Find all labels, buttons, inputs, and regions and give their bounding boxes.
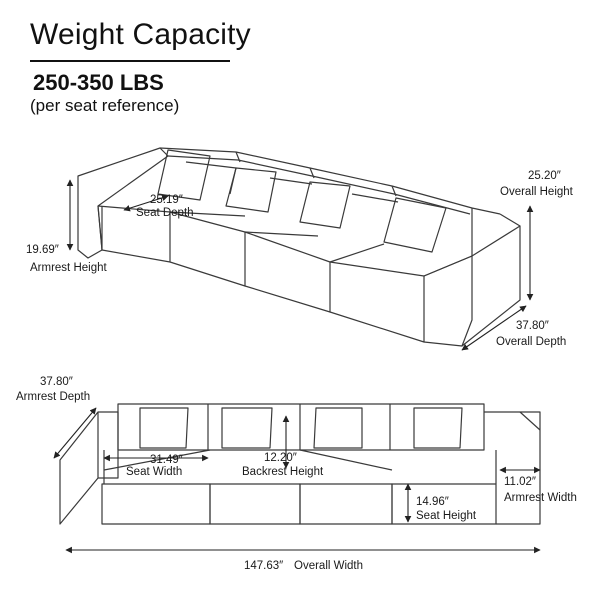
title-underline <box>30 60 230 62</box>
weight-capacity-value: 250-350 LBS <box>33 70 164 95</box>
armrest-depth-line <box>53 407 97 459</box>
armrest-width-value: 11.02″ <box>504 476 536 488</box>
weight-capacity-note: (per seat reference) <box>30 96 180 115</box>
armrest-width-label: Armrest Width <box>504 492 577 504</box>
armrest-depth-value: 37.80″ <box>40 376 73 388</box>
backrest-height-value: 12.20″ <box>264 452 297 464</box>
seat-height-label: Seat Height <box>416 510 477 522</box>
seat-width-label: Seat Width <box>126 466 183 478</box>
armrest-depth-label: Armrest Depth <box>16 391 91 403</box>
armrest-height-label: Armrest Height <box>30 262 107 274</box>
overall-height-value: 25.20″ <box>528 170 561 182</box>
seat-depth-value: 25.19″ <box>150 194 183 206</box>
overall-height-label: Overall Height <box>500 186 573 198</box>
backrest-height-label: Backrest Height <box>242 466 324 478</box>
armrest-height-value: 19.69″ <box>26 244 59 256</box>
overall-width-value: 147.63″ <box>244 560 284 572</box>
seat-height-value: 14.96″ <box>416 496 449 508</box>
sofa-perspective-drawing <box>77 147 521 347</box>
overall-depth-label: Overall Depth <box>496 336 567 348</box>
sofa-front-drawing <box>59 403 541 525</box>
seat-depth-line <box>123 194 169 212</box>
overall-depth-value: 37.80″ <box>516 320 549 332</box>
overall-depth-line <box>461 305 527 351</box>
page-title: Weight Capacity <box>30 18 251 51</box>
seat-depth-label: Seat Depth <box>136 207 194 219</box>
seat-width-value: 31.49″ <box>150 454 183 466</box>
overall-width-label: Overall Width <box>294 560 364 572</box>
